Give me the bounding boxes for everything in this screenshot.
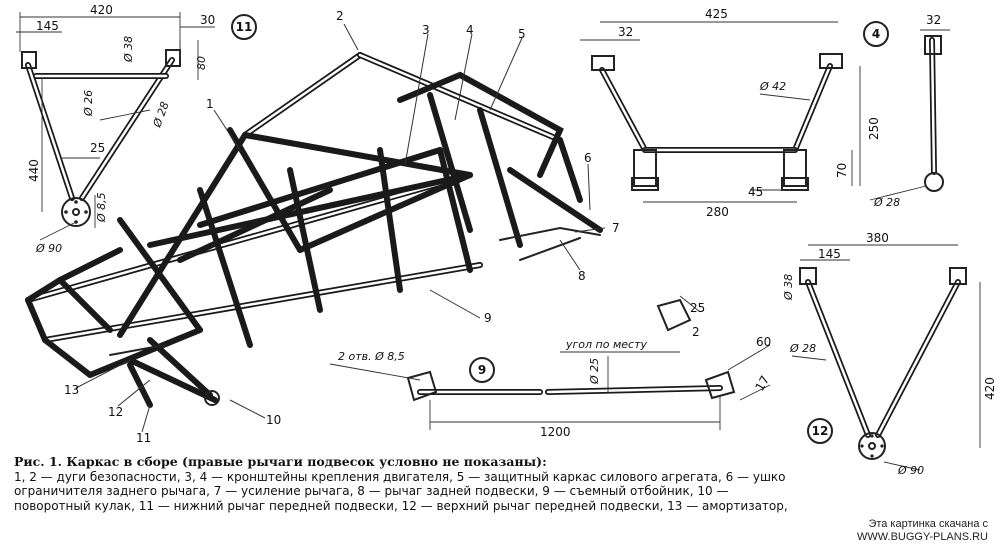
detail-12-label: 12	[812, 424, 829, 438]
detail-11-marker	[231, 14, 257, 40]
dim-d90: Ø 90	[35, 242, 62, 255]
callout-9: 9	[484, 311, 492, 325]
detail-4-label: 4	[872, 27, 880, 41]
dim-425: 425	[705, 7, 728, 21]
dim-d28: Ø 28	[873, 196, 900, 209]
dim-17: 17	[752, 373, 772, 393]
callout-13: 13	[64, 383, 79, 397]
dim-280: 280	[706, 205, 729, 219]
dim-25: 25	[90, 141, 105, 155]
detail-9: 2 отв. Ø 8,5 Ø 25 угол по месту 60 17 12…	[329, 295, 772, 439]
dim-70: 70	[835, 163, 849, 178]
callout-11: 11	[136, 431, 151, 445]
dim-32-right: 32	[926, 13, 941, 27]
dim-30: 30	[200, 13, 215, 27]
callout-1: 1	[206, 97, 214, 111]
callout-12: 12	[108, 405, 123, 419]
caption-title: Рис. 1. Каркас в сборе (правые рычаги по…	[14, 454, 547, 469]
dim-d90: Ø 90	[897, 464, 924, 477]
dim-d28: Ø 28	[789, 342, 816, 355]
dim-1200: 1200	[540, 425, 571, 439]
detail-12: 380 145 Ø 38 Ø 28 420 Ø 90 12	[782, 231, 997, 477]
bushing-left	[21, 51, 37, 69]
figure-caption: Рис. 1. Каркас в сборе (правые рычаги по…	[14, 454, 804, 513]
source-credit: Эта картинка скачана с WWW.BUGGY-PLANS.R…	[857, 518, 988, 544]
callout-3: 3	[422, 23, 430, 37]
dim-d8-5: Ø 8,5	[95, 192, 108, 223]
dim-2-holes: 2 отв. Ø 8,5	[338, 350, 405, 363]
dim-80: 80	[195, 56, 208, 70]
dim-d38: Ø 38	[782, 274, 795, 301]
detail-9-label: 9	[478, 363, 486, 377]
credit-line-1: Эта картинка скачана с	[868, 518, 988, 530]
dim-250: 250	[867, 117, 881, 140]
callout-6: 6	[584, 151, 592, 165]
dim-420: 420	[90, 3, 113, 17]
dim-d38: Ø 38	[122, 36, 135, 63]
dim-145: 145	[818, 247, 841, 261]
callout-8: 8	[578, 269, 586, 283]
dim-d28: Ø 28	[150, 100, 172, 130]
dim-d42: Ø 42	[759, 80, 786, 93]
detail-11-label: 11	[236, 20, 253, 34]
dim-d26: Ø 26	[82, 90, 95, 117]
caption-body: 1, 2 — дуги безопасности, 3, 4 — кронште…	[14, 469, 788, 513]
detail-11: 420 30 145 Ø 38 80 Ø 26 Ø 28 25 440 Ø 8,…	[16, 3, 257, 255]
dim-d25: Ø 25	[588, 358, 601, 385]
dim-440: 440	[27, 159, 41, 182]
detail-4-marker	[863, 21, 889, 47]
frame-assembly: 1 2 3 4 5 6 7 8 9 10 11 12 13	[25, 9, 620, 445]
callout-5: 5	[518, 27, 526, 41]
credit-line-2: WWW.BUGGY-PLANS.RU	[857, 531, 988, 543]
dim-45: 45	[748, 185, 763, 199]
callout-2: 2	[336, 9, 344, 23]
angle-note: угол по месту	[565, 338, 647, 351]
dim-420: 420	[983, 377, 997, 400]
dim-2-small: 2	[692, 325, 700, 339]
dim-380: 380	[866, 231, 889, 245]
dim-25-small: 25	[690, 301, 705, 315]
dim-60: 60	[756, 335, 771, 349]
detail-4: 425 32 32 Ø 42 250 70 45 280 Ø 28 4	[580, 7, 950, 219]
callout-4: 4	[466, 23, 474, 37]
detail-9-marker	[469, 357, 495, 383]
dim-145: 145	[36, 19, 59, 33]
callout-7: 7	[612, 221, 620, 235]
knuckle-disc	[61, 197, 91, 227]
callout-10: 10	[266, 413, 281, 427]
dim-32-left: 32	[618, 25, 633, 39]
detail-12-marker	[807, 418, 833, 444]
